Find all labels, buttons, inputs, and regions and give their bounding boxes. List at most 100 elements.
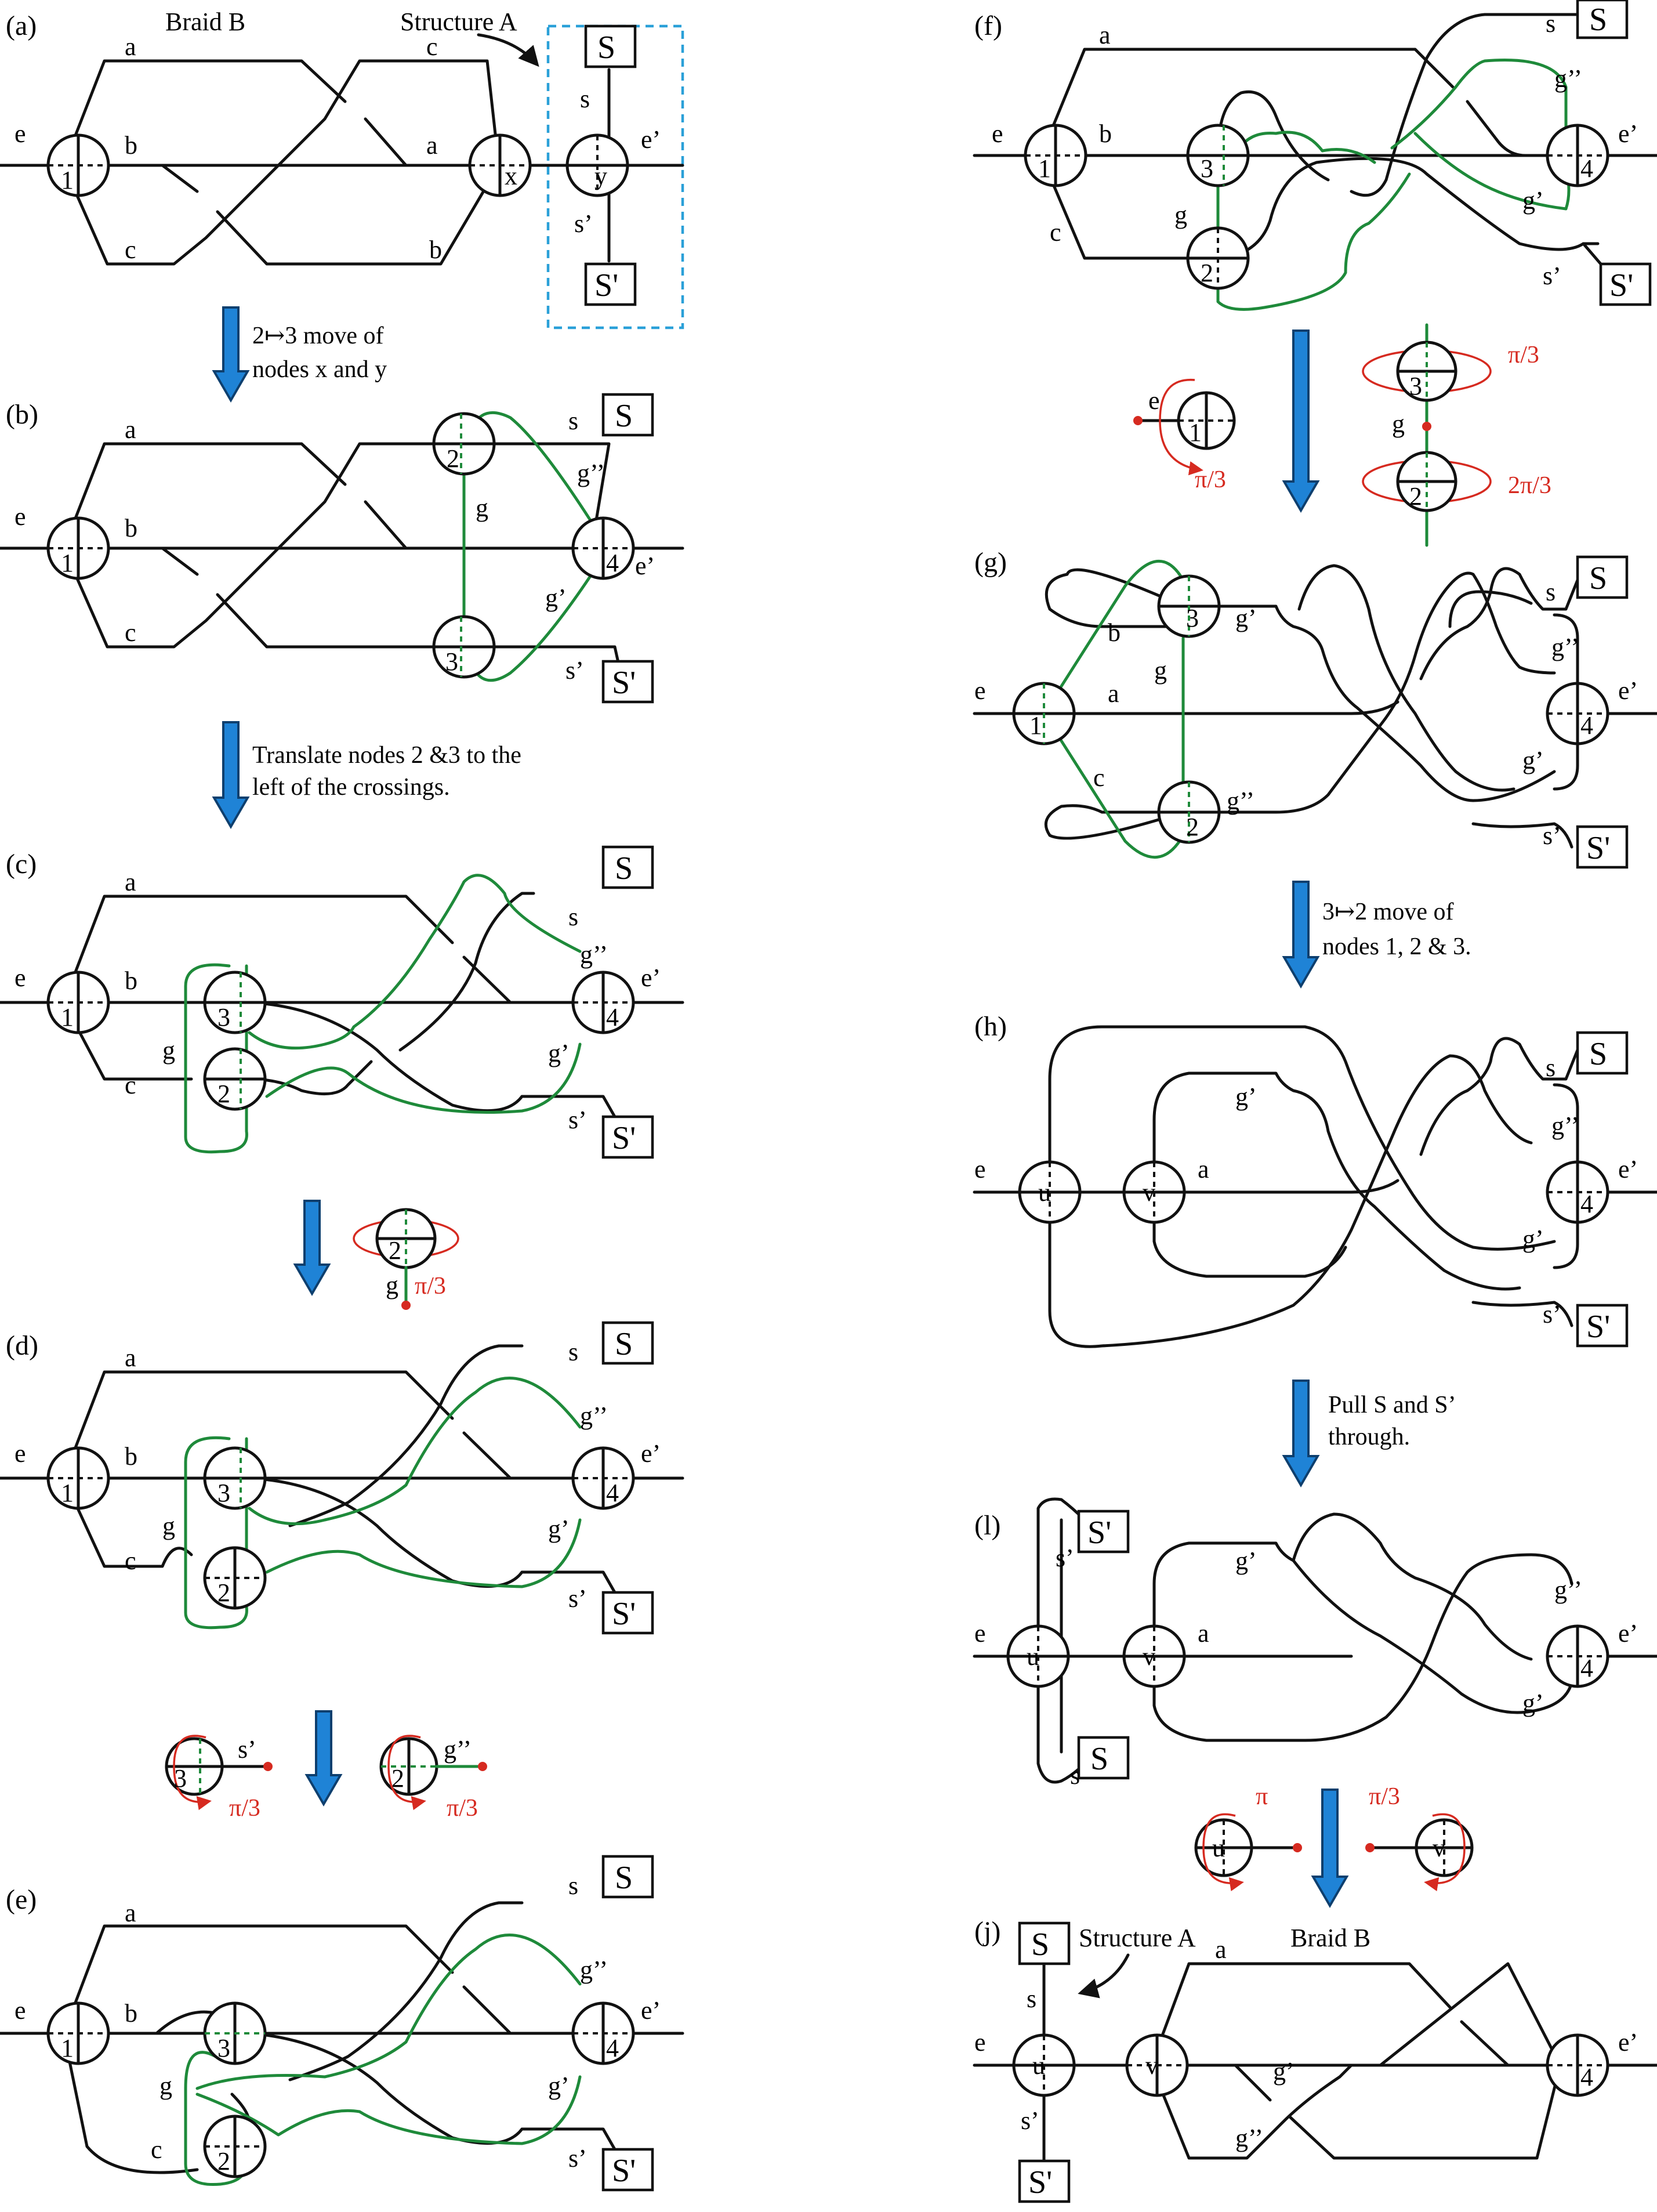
label-g-dprime: g’’ xyxy=(580,1402,608,1430)
node-3-label: 3 xyxy=(1201,154,1213,183)
box-s-prime xyxy=(601,660,654,704)
strand-outer-bottom xyxy=(1048,1054,1533,1348)
caption-bc-1: Translate nodes 2 &3 to the xyxy=(252,742,521,769)
label-s: s xyxy=(1070,1761,1080,1790)
node-1-label: 1 xyxy=(61,166,74,194)
anchor-dot-icon xyxy=(1422,422,1431,431)
inset-node-1-label: 1 xyxy=(1189,418,1202,447)
label-g-prime: g’ xyxy=(545,584,567,612)
box-s xyxy=(1018,1921,1071,1965)
caption-hl-1: Pull S and S’ xyxy=(1328,1392,1456,1418)
inset-node-2-label: 2 xyxy=(1409,482,1422,511)
strand-a-left xyxy=(62,442,347,550)
node-1-label: 1 xyxy=(1038,154,1051,183)
label-e: e xyxy=(14,120,26,148)
structure-a-label: Structure A xyxy=(1079,1924,1196,1952)
label-s-prime: s’ xyxy=(565,656,584,685)
strand-g-prime xyxy=(1152,1071,1521,1291)
label-e: e xyxy=(14,1439,26,1468)
strand-to-s-prime xyxy=(1471,1301,1573,1327)
box-s-label: S xyxy=(1589,560,1607,596)
box-s-label: S xyxy=(1090,1741,1108,1777)
inset-e-label: e xyxy=(1148,386,1160,415)
step-arrow-bc: Translate nodes 2 &3 to the left of the … xyxy=(212,721,521,829)
green-g-loop xyxy=(1216,172,1411,311)
label-a: a xyxy=(125,868,136,896)
strand-b-right xyxy=(216,164,501,266)
box-s-label: S xyxy=(1589,2,1607,38)
inset-rotation-label-3: 2π/3 xyxy=(1508,472,1551,499)
box-s xyxy=(1576,0,1629,39)
strand-g-dprime xyxy=(1150,1962,1562,2160)
strand-s-prime-loop xyxy=(1036,1497,1086,1658)
box-s-prime xyxy=(601,1591,654,1635)
panel-label-g: (g) xyxy=(974,547,1007,578)
inset-rotation-label-2: π/3 xyxy=(1508,342,1539,368)
inset-node-2-label: 2 xyxy=(391,1764,404,1793)
label-e-prime: e’ xyxy=(641,125,661,154)
strand-outer-top xyxy=(1048,1025,1556,1251)
strand-g-prime-right xyxy=(1553,1190,1579,1269)
braid-b-label: Braid B xyxy=(1290,1924,1370,1952)
label-s: s xyxy=(580,85,590,113)
label-g-dprime: g’’ xyxy=(1235,2124,1263,2152)
inset-g-label: g xyxy=(1392,410,1405,438)
label-e: e xyxy=(14,964,26,992)
strand-to-s xyxy=(468,442,611,550)
label-c-top: c xyxy=(426,32,438,61)
step-arrow-cd: 2 g π/3 xyxy=(293,1200,459,1310)
node-2-label: 2 xyxy=(217,1579,230,1607)
label-e: e xyxy=(974,2028,986,2057)
strand-c-in xyxy=(62,2032,199,2174)
box-s xyxy=(584,24,637,68)
label-c: c xyxy=(125,1071,136,1099)
label-e-prime: e’ xyxy=(1618,676,1638,705)
green-g-dprime xyxy=(248,874,582,1050)
label-a: a xyxy=(125,1344,136,1372)
box-s xyxy=(601,845,654,889)
box-s-prime-label: S' xyxy=(612,1120,636,1156)
label-c: c xyxy=(125,618,136,647)
node-1-label: 1 xyxy=(61,2034,74,2062)
strand-axis-left xyxy=(973,1179,1399,1194)
label-e-prime: e’ xyxy=(641,1996,661,2025)
node-v-label: v xyxy=(1143,1642,1155,1671)
box-s xyxy=(601,393,654,437)
green-g-prime xyxy=(1413,132,1571,211)
inset-node-u-label: u xyxy=(1212,1834,1225,1862)
label-c: c xyxy=(1050,218,1061,247)
label-g-dprime: g’’ xyxy=(1554,1576,1582,1604)
strand-g-prime-right xyxy=(1289,2063,1562,2160)
node-4-label: 4 xyxy=(1580,1654,1593,1682)
inset-rotation-label: π/3 xyxy=(415,1273,446,1299)
strand-to-s xyxy=(288,1344,524,1527)
down-arrow-icon xyxy=(212,721,250,829)
label-g-prime: g’ xyxy=(1522,1689,1544,1717)
panel-f: (f) 1 3 2 4 S S' e e’ a b c g s g’’ g’ s… xyxy=(973,0,1657,311)
node-1-label: 1 xyxy=(1029,711,1042,740)
label-g-prime: g’ xyxy=(1273,2057,1295,2086)
panel-label-e: (e) xyxy=(6,1884,37,1915)
strand-a-left xyxy=(62,1370,454,1480)
label-g-dprime: g’’ xyxy=(580,940,608,969)
rotation-arrow-icon xyxy=(1159,379,1203,476)
step-arrow-fg: e 1 π/3 3 π/3 g 2 2π/3 xyxy=(1133,323,1551,547)
label-s-prime: s’ xyxy=(1056,1544,1074,1572)
strand-to-s xyxy=(398,892,535,1052)
down-arrow-icon xyxy=(304,1710,343,1806)
strand-b-in xyxy=(107,2010,216,2035)
inset-rotation-label-1: π xyxy=(1256,1783,1268,1810)
label-g: g xyxy=(1174,201,1187,229)
label-a-right: a xyxy=(426,131,438,160)
label-g-prime: g’ xyxy=(548,2072,570,2100)
label-e: e xyxy=(974,676,986,705)
label-e-prime: e’ xyxy=(1618,1619,1638,1648)
label-b: b xyxy=(125,1442,137,1471)
node-u-label: u xyxy=(1038,1178,1051,1207)
box-s-label: S xyxy=(615,1326,633,1362)
box-s-prime xyxy=(1576,1304,1629,1348)
green-g-dprime xyxy=(248,1377,582,1526)
label-b: b xyxy=(125,966,137,995)
node-y-label: y xyxy=(594,162,607,190)
panel-a: (a) Braid B Structure A 1 x y S S' e e’ … xyxy=(0,8,684,330)
